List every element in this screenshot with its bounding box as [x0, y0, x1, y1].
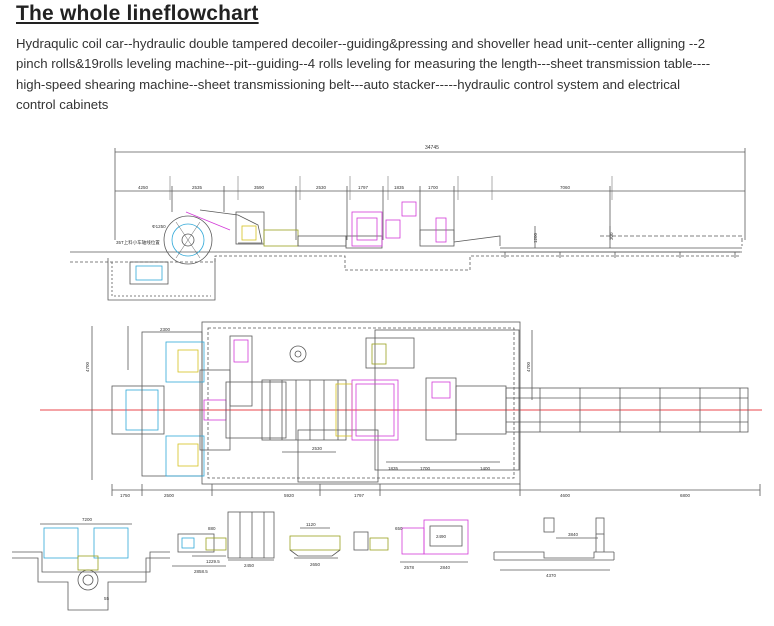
- dim-bottom: 2500: [164, 493, 175, 498]
- elevation-dimension-labels: 34745 4250 2535 3590 2530 1797 1835 1700…: [116, 145, 614, 246]
- description-line: pinch rolls&19rolls leveling machine--pi…: [16, 56, 711, 72]
- dim-inner: 1835: [388, 466, 399, 471]
- dim-detail: 7200: [82, 517, 93, 522]
- description-paragraph: Hydraqulic coil car--hydraulic double ta…: [16, 34, 756, 115]
- transmission-belt: [500, 247, 742, 253]
- dim-detail: 2490: [436, 534, 447, 539]
- dim-detail: 2858.5: [194, 569, 208, 574]
- dim-seg: 1835: [394, 185, 405, 190]
- dim-detail: 2450: [244, 563, 255, 568]
- dim-detail: 880: [208, 526, 216, 531]
- conveyor-plan: [505, 387, 749, 433]
- dim-seg: 1700: [428, 185, 439, 190]
- dim-bottom: 5920: [284, 493, 295, 498]
- shear-plan: [425, 377, 457, 441]
- plan-view: [40, 321, 762, 496]
- elevation-view: [70, 148, 746, 301]
- dim-seg: 4250: [138, 185, 149, 190]
- detail-dimension-labels: 7200 55 880 1229.5 2858.5 2450 1120 2650…: [82, 517, 579, 601]
- dim-mid: 300: [609, 232, 614, 240]
- detail-view-1: [12, 523, 170, 611]
- leveler-19-rolls: [263, 229, 299, 247]
- dim-right-height: 4700: [526, 361, 531, 372]
- coil-car-pit: [107, 258, 216, 301]
- dim-seg: 1797: [358, 185, 369, 190]
- dim-detail: 3840: [568, 532, 579, 537]
- dim-bottom: 1797: [354, 493, 365, 498]
- dim-detail: 4370: [546, 573, 557, 578]
- dim-inner: 1400: [480, 466, 491, 471]
- leveler-plan: [261, 379, 347, 441]
- page-title: The whole lineflowchart: [16, 2, 259, 25]
- coil-diameter-callout: Φ1250: [152, 224, 166, 229]
- dim-detail: 2578: [404, 565, 415, 570]
- description-line: Hydraqulic coil car--hydraulic double ta…: [16, 36, 706, 51]
- decoiler-coil: [163, 215, 213, 265]
- shear-machine: [419, 229, 455, 247]
- dim-seg: 2530: [316, 185, 327, 190]
- pressing-head-unit: [199, 209, 263, 244]
- dim-bottom: 6800: [680, 493, 691, 498]
- detail-view-3: [289, 527, 389, 559]
- description-line: control cabinets: [16, 96, 109, 112]
- dim-seg: 2535: [192, 185, 203, 190]
- dim-inner: 1700: [420, 466, 431, 471]
- dim-seg: 3590: [254, 185, 265, 190]
- dim-detail: 2650: [310, 562, 321, 567]
- detail-view-5: [493, 517, 615, 571]
- detail-view-4: [400, 519, 469, 563]
- dim-bottom: 1750: [120, 493, 131, 498]
- dim-detail: 55: [104, 596, 110, 601]
- dim-detail: 2840: [440, 565, 451, 570]
- leveler-4-rolls: [351, 211, 383, 247]
- foundation-outline: [201, 321, 521, 485]
- dim-bottom: 4600: [560, 493, 571, 498]
- dim-mid: 1200: [533, 232, 538, 243]
- dim-left-height: 2300: [160, 327, 171, 332]
- coil-car-axis-label: 35T上料小车轴线位置: [116, 239, 160, 246]
- detail-view-2: [172, 511, 275, 567]
- description-line: high-speed shearing machine--sheet trans…: [16, 76, 681, 92]
- dim-detail: 650: [395, 526, 403, 531]
- dim-overall: 34745: [425, 145, 439, 151]
- dim-pit: 2530: [312, 446, 323, 451]
- dim-seg: 7060: [560, 185, 571, 190]
- dim-left-height: 4700: [85, 361, 90, 372]
- plan-dimension-labels: 2300 4700 4700 2530 1835 1700 1400 1750 …: [85, 327, 691, 498]
- dim-detail: 1229.5: [206, 559, 220, 564]
- coil-car-plan: [111, 385, 165, 435]
- dim-detail: 1120: [306, 522, 316, 527]
